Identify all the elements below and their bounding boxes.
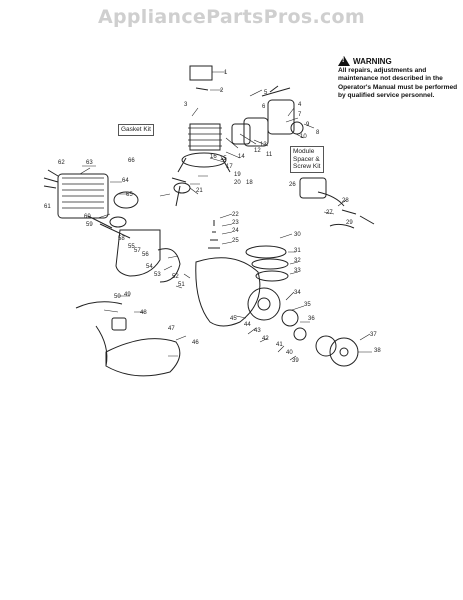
main-housing <box>195 257 261 327</box>
module-kit-number: 26 <box>289 182 296 188</box>
part-number-label: 60 <box>84 214 91 220</box>
part-number-label: 23 <box>232 220 239 226</box>
part-number-label: 32 <box>294 258 301 264</box>
module-kit-callout: Module Spacer & Screw Kit <box>290 146 324 173</box>
part-number-label: 51 <box>178 282 185 288</box>
part-number-label: 40 <box>286 350 293 356</box>
part-number-label: 8 <box>316 130 320 136</box>
part-number-label: 16 <box>210 154 217 160</box>
gasket-kit-number: 66 <box>128 158 135 164</box>
part-number-label: 46 <box>192 340 199 346</box>
part-number-label: 43 <box>254 328 261 334</box>
part-number-label: 5 <box>264 90 268 96</box>
part-number-label: 14 <box>238 154 245 160</box>
part-number-label: 47 <box>168 326 175 332</box>
part-number-label: 35 <box>304 302 311 308</box>
part-number-label: 17 <box>226 164 233 170</box>
part-number-label: 24 <box>232 228 239 234</box>
cylinder-block <box>57 173 109 219</box>
warning-header: ! WARNING <box>338 56 458 66</box>
part-number-label: 44 <box>244 322 251 328</box>
part-number-label: 11 <box>266 152 273 158</box>
gasket-kit-label: Gasket Kit <box>121 126 151 133</box>
part-number-label: 21 <box>196 188 203 194</box>
part-number-label: 10 <box>300 134 307 140</box>
part-number-label: 59 <box>86 222 93 228</box>
part-number-label: 63 <box>86 160 93 166</box>
part-shape <box>189 123 221 151</box>
part-number-label: 13 <box>260 142 267 148</box>
part-number-label: 54 <box>146 264 153 270</box>
part-number-label: 49 <box>124 292 131 298</box>
part-number-label: 31 <box>294 248 301 254</box>
part-number-label: 50 <box>114 294 121 300</box>
part-number-label: 9 <box>306 122 310 128</box>
part-number-label: 1 <box>224 70 228 76</box>
part-number-label: 61 <box>44 204 51 210</box>
fuel-tank <box>105 338 181 377</box>
part-shape <box>189 65 213 81</box>
part-number-label: 28 <box>342 198 349 204</box>
part-number-label: 64 <box>122 178 129 184</box>
warning-triangle-icon: ! <box>338 56 350 66</box>
part-number-label: 53 <box>154 272 161 278</box>
warning-box: ! WARNING All repairs, adjustments and m… <box>338 56 458 101</box>
part-number-label: 4 <box>298 102 302 108</box>
part-number-label: 7 <box>298 112 302 118</box>
part-number-label: 55 <box>128 244 135 250</box>
warning-title: WARNING <box>353 56 392 66</box>
part-number-label: 48 <box>140 310 147 316</box>
part-number-label: 27 <box>326 210 333 216</box>
watermark-text: AppliancePartsPros.com <box>97 6 365 28</box>
part-number-label: 20 <box>234 180 241 186</box>
module-kit-label: Module Spacer & Screw Kit <box>293 148 321 170</box>
part-number-label: 22 <box>232 212 239 218</box>
part-number-label: 52 <box>172 274 179 280</box>
part-number-label: 25 <box>232 238 239 244</box>
part-number-label: 30 <box>294 232 301 238</box>
part-number-label: 57 <box>134 248 141 254</box>
crankcase <box>115 229 161 277</box>
part-number-label: 38 <box>374 348 381 354</box>
part-number-label: 19 <box>234 172 241 178</box>
part-number-label: 56 <box>142 252 149 258</box>
part-number-label: 15 <box>220 156 227 162</box>
gasket-kit-callout: Gasket Kit <box>118 124 154 136</box>
part-number-label: 41 <box>276 342 283 348</box>
part-number-label: 36 <box>308 316 315 322</box>
part-number-label: 62 <box>58 160 65 166</box>
part-number-label: 18 <box>246 180 253 186</box>
part-number-label: 34 <box>294 290 301 296</box>
part-number-label: 37 <box>370 332 377 338</box>
part-number-label: 33 <box>294 268 301 274</box>
part-number-label: 58 <box>118 236 125 242</box>
warning-body: All repairs, adjustments and maintenance… <box>338 67 458 100</box>
part-number-label: 29 <box>346 220 353 226</box>
part-number-label: 42 <box>262 336 269 342</box>
part-number-label: 6 <box>262 104 266 110</box>
part-number-label: 3 <box>184 102 188 108</box>
part-number-label: 12 <box>254 148 261 154</box>
part-number-label: 65 <box>126 192 133 198</box>
part-number-label: 2 <box>220 88 224 94</box>
part-number-label: 39 <box>292 358 299 364</box>
part-number-label: 45 <box>230 316 237 322</box>
